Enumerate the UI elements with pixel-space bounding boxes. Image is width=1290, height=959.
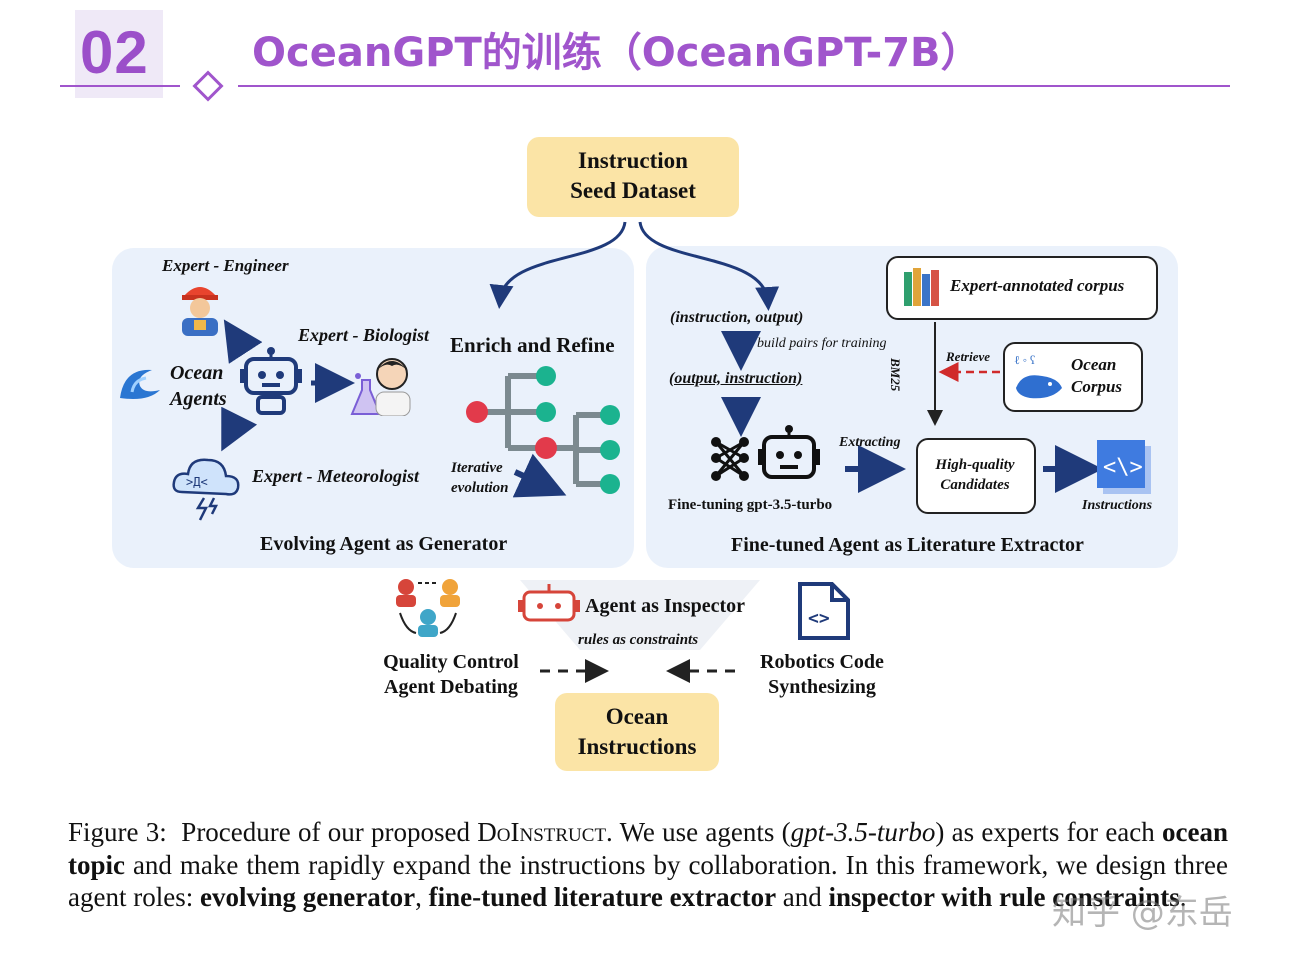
whale-icon: ℓ ◦ ʕ [1014, 353, 1062, 399]
caption-label: Figure 3: [68, 817, 167, 847]
storm-cloud-icon: >Д< [172, 458, 240, 521]
bm25-label: BM25 [888, 358, 903, 392]
wave-icon [120, 369, 160, 399]
header-rule-right [238, 85, 1230, 87]
svg-text:<>: <> [808, 608, 830, 629]
inspector-label: Agent as Inspector [585, 595, 745, 617]
page-title: OceanGPT的训练（OceanGPT-7B） [252, 30, 981, 76]
high-quality-candidates-label: High-quality Candidates [935, 457, 1015, 493]
svg-text:>Д<: >Д< [186, 475, 208, 489]
expert-corpus-label: Expert-annotated corpus [950, 276, 1125, 295]
svg-text:ℓ ◦ ʕ: ℓ ◦ ʕ [1014, 353, 1035, 367]
watermark: 知乎 @东岳 [1052, 893, 1233, 933]
extracting-label: Extracting [839, 435, 901, 450]
enrich-refine-label: Enrich and Refine [450, 333, 615, 357]
engineer-icon [182, 287, 218, 336]
generator-caption: Evolving Agent as Generator [260, 533, 508, 555]
fine-tuning-label: Fine-tuning gpt-3.5-turbo [668, 497, 833, 513]
code-file-icon: <> [798, 582, 850, 640]
ocean-agents-label: Ocean Agents [170, 362, 227, 410]
caption-sep-2: and [782, 882, 822, 912]
ocean-corpus-label: Ocean Corpus [1071, 355, 1123, 396]
expert-biologist-label: Expert - Biologist [298, 325, 430, 345]
instruction-seed-dataset-box: Instruction Seed Dataset [527, 137, 739, 217]
caption-text-3: ) as experts for each [935, 817, 1155, 847]
caption-text-2: . We use agents ( [606, 817, 791, 847]
fine-tuned-robot-icon [758, 425, 820, 479]
caption-model: gpt-3.5-turbo [790, 817, 936, 847]
robot-icon [240, 347, 302, 415]
output-instruction-label: (output, instruction) [669, 370, 803, 387]
caption-role-2: fine-tuned literature extractor [428, 882, 777, 912]
biologist-icon [350, 358, 411, 416]
caption-text-4: and make them rapidly expand the instruc… [68, 849, 1228, 913]
retrieve-label: Retrieve [946, 349, 991, 364]
quality-control-label: Quality Control Agent Debating [383, 651, 519, 698]
expert-engineer-label: Expert - Engineer [162, 256, 289, 275]
build-pairs-label: build pairs for training [757, 336, 887, 351]
caption-end: . [1179, 882, 1187, 912]
debating-agents-icon [396, 579, 460, 637]
rules-label: rules as constraints [578, 632, 699, 648]
diagram-connectors [221, 221, 1103, 683]
section-number-background [75, 10, 163, 98]
caption-role-3: inspector with rule constraints [828, 882, 1180, 912]
iterative-evolution-label: Iterative evolution [451, 460, 509, 496]
seed-dataset-label: Instruction Seed Dataset [570, 148, 696, 203]
expert-meteorologist-label: Expert - Meteorologist [252, 466, 419, 486]
ocean-instructions-box: Ocean Instructions [555, 693, 719, 771]
high-quality-candidates-box [916, 438, 1036, 514]
caption-ocean-topic: ocean topic [68, 817, 1229, 880]
code-instructions-icon: <\> [1097, 440, 1151, 494]
extractor-caption: Fine-tuned Agent as Literature Extractor [731, 534, 1084, 556]
header-rule-left [60, 85, 180, 87]
books-icon [904, 268, 939, 306]
caption-doinstruct: DoInstruct [477, 817, 607, 847]
caption-role-1: evolving generator [199, 882, 416, 912]
robotics-label: Robotics Code Synthesizing [760, 651, 884, 698]
section-number: 02 [80, 19, 149, 86]
svg-text:<\>: <\> [1103, 455, 1143, 480]
caption-text-1: Procedure of our proposed [181, 817, 470, 847]
figure-caption: Figure 3: Procedure of our proposed DoIn… [68, 816, 1228, 914]
inspector-robot-icon [518, 584, 580, 622]
ocean-instructions-label: Ocean Instructions [577, 704, 697, 759]
instructions-label: Instructions [1082, 498, 1153, 513]
instruction-output-label: (instruction, output) [670, 309, 804, 326]
caption-sep-1: , [415, 882, 422, 912]
